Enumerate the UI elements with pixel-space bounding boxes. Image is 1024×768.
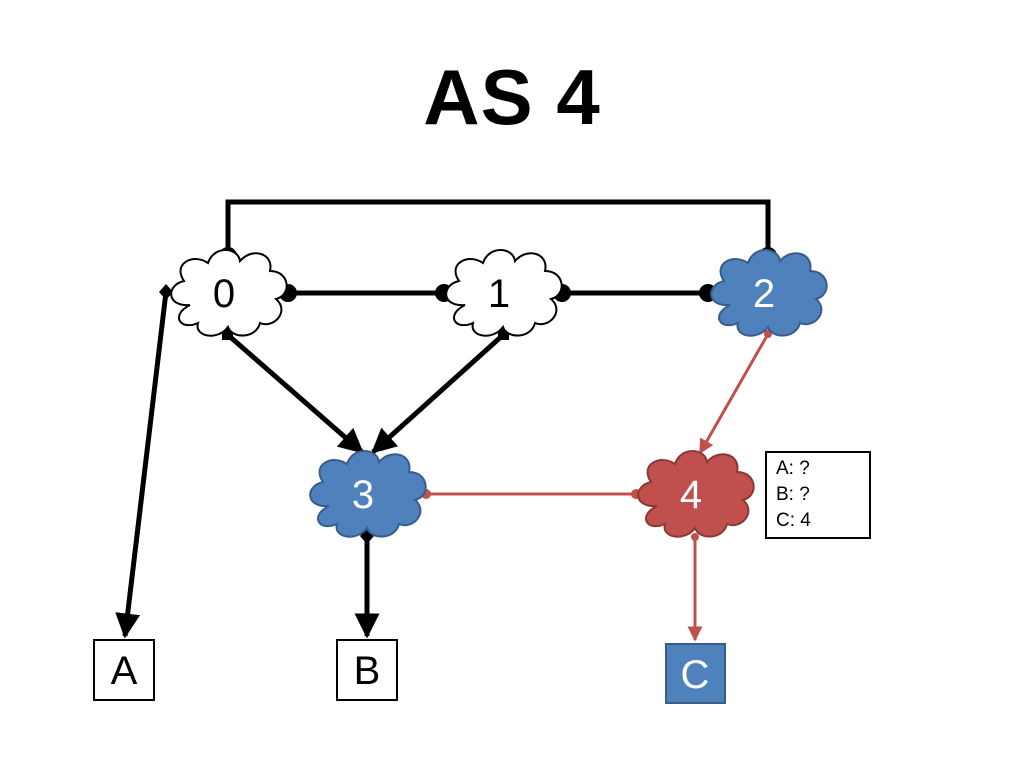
edge-endpoint-square bbox=[498, 329, 509, 340]
routing-table-box bbox=[765, 451, 871, 539]
slide-title: AS 4 bbox=[423, 53, 601, 141]
router-label: 0 bbox=[213, 272, 235, 316]
edge-2-4 bbox=[698, 333, 770, 455]
edge-0-A bbox=[115, 291, 169, 639]
routing-table: A: ? B: ? C: 4 bbox=[765, 451, 871, 539]
router-label: 2 bbox=[753, 272, 775, 316]
edge-endpoint-square bbox=[222, 329, 233, 340]
host-box bbox=[336, 639, 398, 701]
host-box bbox=[665, 643, 726, 704]
router-node-3: 3 bbox=[309, 450, 427, 538]
host-label: B bbox=[354, 649, 381, 693]
router-node-1: 1 bbox=[445, 249, 563, 337]
routing-table-row: B: ? bbox=[776, 484, 810, 505]
edge-endpoint-diamond bbox=[159, 284, 173, 300]
router-node-4: 4 bbox=[637, 450, 755, 538]
edge-0-3 bbox=[226, 333, 364, 454]
router-node-0: 0 bbox=[170, 249, 288, 337]
router-label: 1 bbox=[488, 272, 510, 316]
host-box bbox=[93, 639, 155, 701]
edge-1-3 bbox=[371, 333, 505, 454]
host-label: C bbox=[681, 653, 710, 697]
router-node-2: 2 bbox=[710, 249, 828, 337]
host-label: A bbox=[111, 649, 138, 693]
router-label: 3 bbox=[352, 473, 374, 517]
host-box-A: A bbox=[93, 639, 155, 701]
host-box-C: C bbox=[665, 643, 726, 704]
edge-0-2 bbox=[225, 199, 771, 256]
host-box-B: B bbox=[336, 639, 398, 701]
routing-table-row: A: ? bbox=[776, 458, 810, 479]
edge-endpoint-dot bbox=[691, 533, 699, 541]
routing-table-row: C: 4 bbox=[776, 510, 811, 531]
router-label: 4 bbox=[680, 473, 702, 517]
